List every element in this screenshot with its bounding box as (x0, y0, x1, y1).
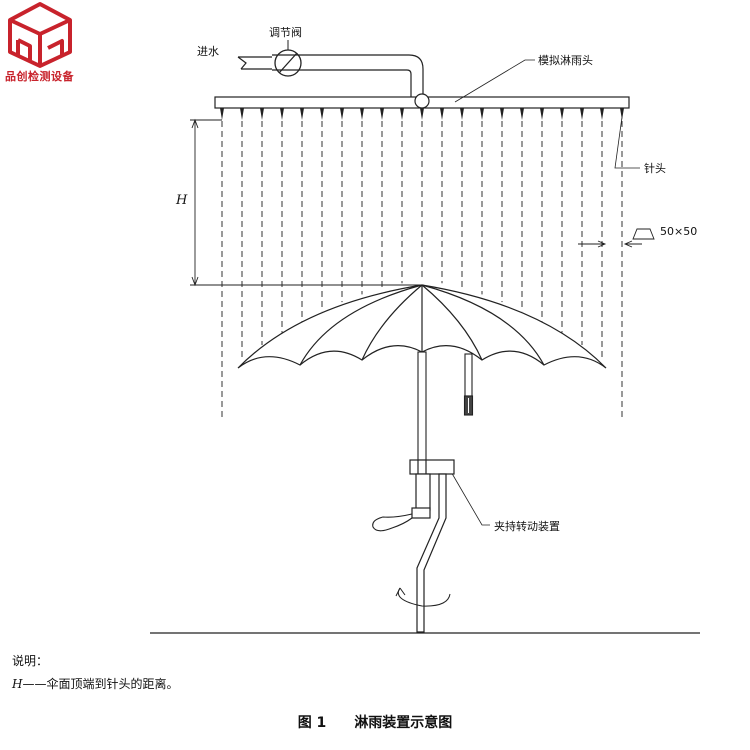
wrist-strap (372, 513, 413, 532)
rotation-arrow-icon (395, 587, 451, 607)
brand-name: 品创检测设备 (5, 70, 74, 83)
figure-number: 图 1 (297, 715, 327, 731)
needle (280, 108, 284, 120)
needle (360, 108, 364, 120)
leader-lines (449, 59, 640, 526)
height-label: H (176, 193, 188, 208)
figure-title: 淋雨装置示意图 (354, 715, 453, 731)
needle (380, 108, 384, 120)
needle (340, 108, 344, 120)
square-symbol-icon (632, 228, 655, 240)
needle (520, 108, 524, 120)
spray-head-label: 模拟淋雨头 (538, 54, 593, 67)
inlet-label: 进水 (197, 45, 219, 58)
figure-caption: 图 1 淋雨装置示意图 (0, 712, 750, 732)
needle (220, 108, 224, 120)
needle (540, 108, 544, 120)
umbrella-shaft (417, 351, 474, 461)
needle (320, 108, 324, 120)
grid-size-label: 50×50 (660, 225, 698, 238)
needle (400, 108, 404, 120)
clamp-label: 夹持转动装置 (494, 520, 560, 533)
needle (420, 108, 424, 120)
needle (460, 108, 464, 120)
valve-label: 调节阀 (269, 26, 302, 39)
grid-dimension (578, 240, 642, 248)
needle (500, 108, 504, 120)
needle (480, 108, 484, 120)
needle (440, 108, 444, 120)
spray-joint (414, 93, 430, 109)
clamp-rotating-device (409, 459, 455, 633)
inlet-pipe (237, 54, 424, 97)
needle (580, 108, 584, 120)
needle (600, 108, 604, 120)
notes-h-symbol: H (12, 677, 23, 691)
needle (240, 108, 244, 120)
umbrella (237, 284, 607, 369)
notes-h-text: ——伞面顶端到针头的距离。 (22, 677, 179, 691)
pc-cube-logo (8, 2, 72, 68)
notes-line: H——伞面顶端到针头的距离。 (12, 675, 178, 692)
needle (560, 108, 564, 120)
regulating-valve (274, 49, 302, 77)
needle (620, 108, 624, 120)
needle (300, 108, 304, 120)
height-dimension (190, 118, 422, 287)
needle (260, 108, 264, 120)
rain-lines (220, 108, 624, 420)
needle-label: 针头 (644, 162, 666, 175)
notes-heading: 说明： (12, 654, 49, 668)
